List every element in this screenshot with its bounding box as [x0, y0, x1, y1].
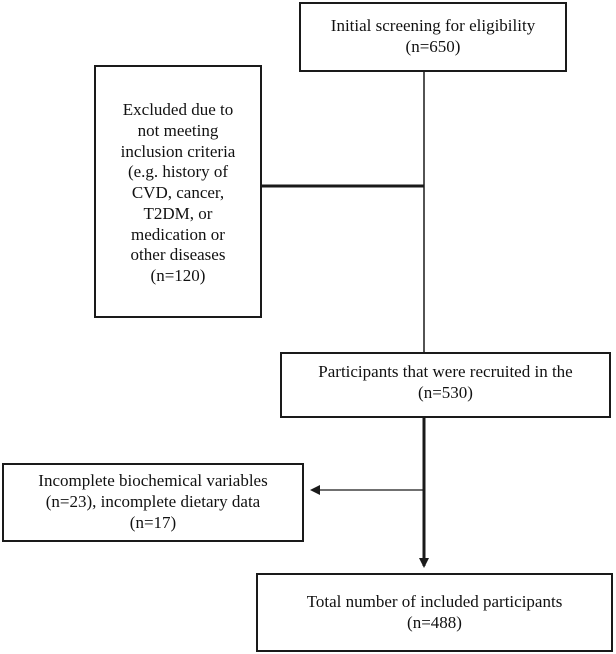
incomplete-box: Incomplete biochemical variables (n=23),… [2, 463, 304, 542]
total-count: (n=488) [407, 612, 462, 632]
excluded-text-line: not meeting [137, 120, 219, 140]
incomplete-text-line: Incomplete biochemical variables [38, 471, 268, 491]
recruited-box: Participants that were recruited in the … [280, 352, 611, 418]
excluded-text-line: medication or [131, 224, 225, 244]
excluded-box: Excluded due to not meeting inclusion cr… [94, 65, 262, 318]
incomplete-count: (n=17) [129, 512, 177, 532]
recruited-text-line: Participants that were recruited in the [318, 362, 573, 382]
excluded-text-line: inclusion criteria [120, 141, 236, 161]
excluded-text-line: (e.g. history of [127, 162, 229, 182]
screening-text-line: Initial screening for eligibility [330, 16, 536, 36]
excluded-text-line: other diseases [130, 245, 226, 265]
excluded-text-line: Excluded due to [122, 100, 234, 120]
excluded-count: (n=120) [150, 266, 206, 286]
screening-count: (n=650) [405, 37, 461, 56]
total-text-line: Total number of included participants [306, 591, 563, 611]
total-box: Total number of included participants (n… [256, 573, 613, 652]
incomplete-text-line: (n=23), incomplete dietary data [45, 492, 261, 512]
recruited-count: (n=530) [418, 383, 473, 402]
excluded-text-line: T2DM, or [143, 203, 213, 223]
screening-box: Initial screening for eligibility (n=650… [299, 2, 567, 72]
excluded-text-line: CVD, cancer, [131, 183, 225, 203]
